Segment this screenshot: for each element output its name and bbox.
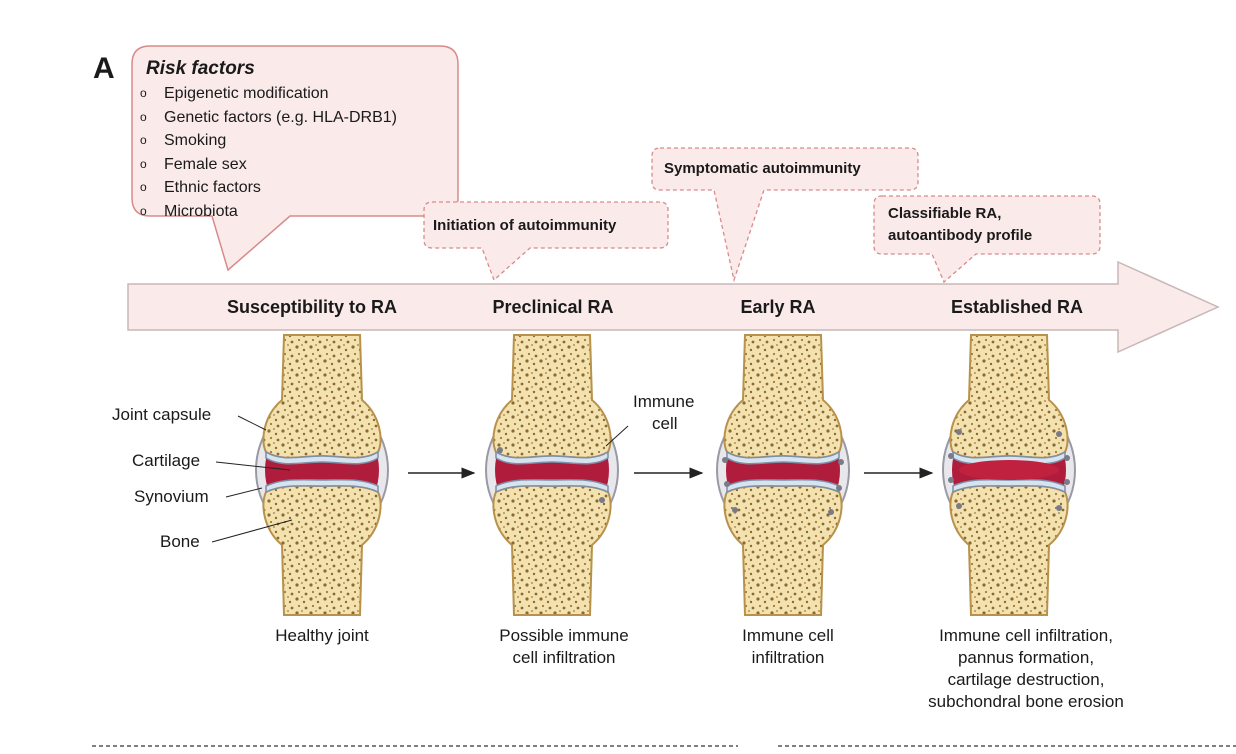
bullet-marker: o [140,86,147,100]
classifiable-callout-box [873,195,1101,284]
risk-factor-item: o Smoking [140,129,397,153]
risk-factor-text: Genetic factors (e.g. HLA-DRB1) [164,108,397,126]
risk-factor-item: o Microbiota [140,200,397,224]
risk-factor-text: Smoking [164,132,227,149]
risk-factors-title: Risk factors [146,58,255,79]
risk-factor-item: o Ethnic factors [140,176,397,200]
risk-factor-item: o Female sex [140,153,397,177]
stage-susceptibility: Susceptibility to RA [226,297,397,317]
caption-line: pannus formation, [957,648,1095,667]
caption-line: Immune cell [742,626,834,645]
risk-factor-text: Female sex [164,155,247,173]
joint-capsule-label: Joint capsule [112,405,212,424]
caption-early: Immune cell infiltration [658,625,918,669]
caption-healthy: Healthy joint [192,625,452,647]
immune-cell-label-line2: cell [652,414,678,433]
risk-factor-item: o Genetic factors (e.g. HLA-DRB1) [140,106,397,130]
bullet-marker: o [140,109,147,124]
synovium-leader [225,487,263,498]
initiation-callout-box [423,201,669,282]
caption-line: infiltration [751,648,825,667]
risk-factor-text: Ethnic factors [164,179,261,196]
risk-factor-text: Epigenetic modification [164,85,329,102]
cartilage-leader [215,461,291,471]
classifiable-callout-label-line2: autoantibody profile [888,227,1033,244]
capsule-leader [237,415,267,431]
caption-line: cell infiltration [512,648,616,667]
bullet-marker: o [140,156,147,171]
caption-line: Possible immune [499,626,629,645]
healthy-joint [255,334,389,616]
initiation-callout-label: Initiation of autoimmunity [433,217,617,234]
cartilage-label: Cartilage [132,451,201,470]
panel-letter: A [93,52,115,85]
risk-factor-text: Microbiota [164,202,238,220]
caption-line: cartilage destruction, [947,670,1105,689]
symptomatic-callout-label: Symptomatic autoimmunity [664,160,861,177]
caption-preclinical: Possible immune cell infiltration [434,625,694,669]
classifiable-callout-label-line1: Classifiable RA, [888,205,1002,222]
bone-leader [211,519,293,543]
early-joint [716,334,850,616]
bullet-marker: o [140,180,147,194]
bone-label: Bone [160,532,200,551]
bullet-marker: o [140,203,147,218]
timeline-arrow [127,260,1220,354]
established-joint [942,334,1076,616]
bullet-marker: o [140,133,147,147]
caption-line: subchondral bone erosion [928,692,1124,711]
stage-preclinical: Preclinical RA [492,297,614,317]
risk-factor-item: o Epigenetic modification [140,82,397,106]
synovium-label: Synovium [134,487,209,506]
stage-early: Early RA [740,297,816,317]
caption-line: Immune cell infiltration, [939,626,1113,645]
preclinical-joint [485,334,619,616]
immune-cell-label-line1: Immune [633,392,695,411]
stage-established: Established RA [950,297,1084,317]
caption-established: Immune cell infiltration, pannus formati… [896,625,1156,713]
immune-cell-leader [605,425,629,447]
risk-factors-bubble [131,45,459,272]
caption-line: Healthy joint [275,626,369,645]
symptomatic-callout-box [651,147,919,283]
